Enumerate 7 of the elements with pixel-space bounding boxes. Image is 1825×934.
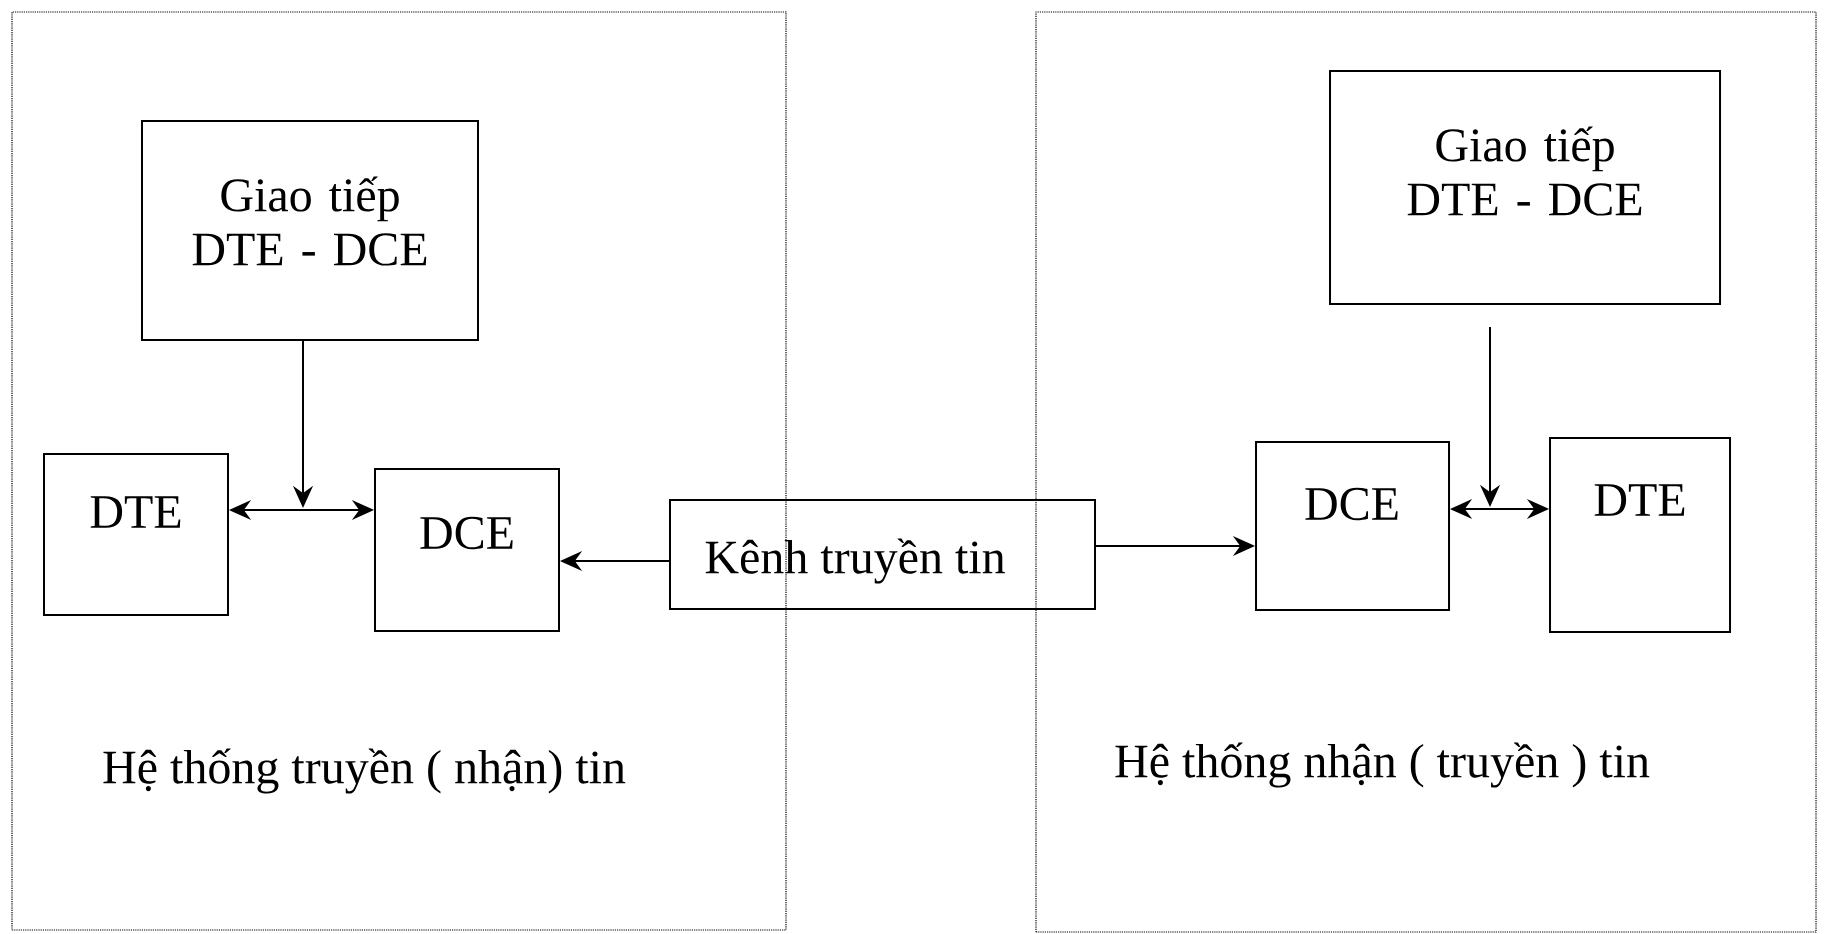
- process-box: DTE: [1549, 437, 1731, 633]
- process-box: Giao tiếp DTE - DCE: [141, 120, 479, 341]
- process-box: DCE: [374, 468, 560, 632]
- process-box: DTE: [43, 453, 229, 616]
- process-box: Giao tiếp DTE - DCE: [1329, 70, 1722, 305]
- process-box: DCE: [1255, 441, 1450, 611]
- process-box: Kênh truyền tin: [669, 499, 1096, 610]
